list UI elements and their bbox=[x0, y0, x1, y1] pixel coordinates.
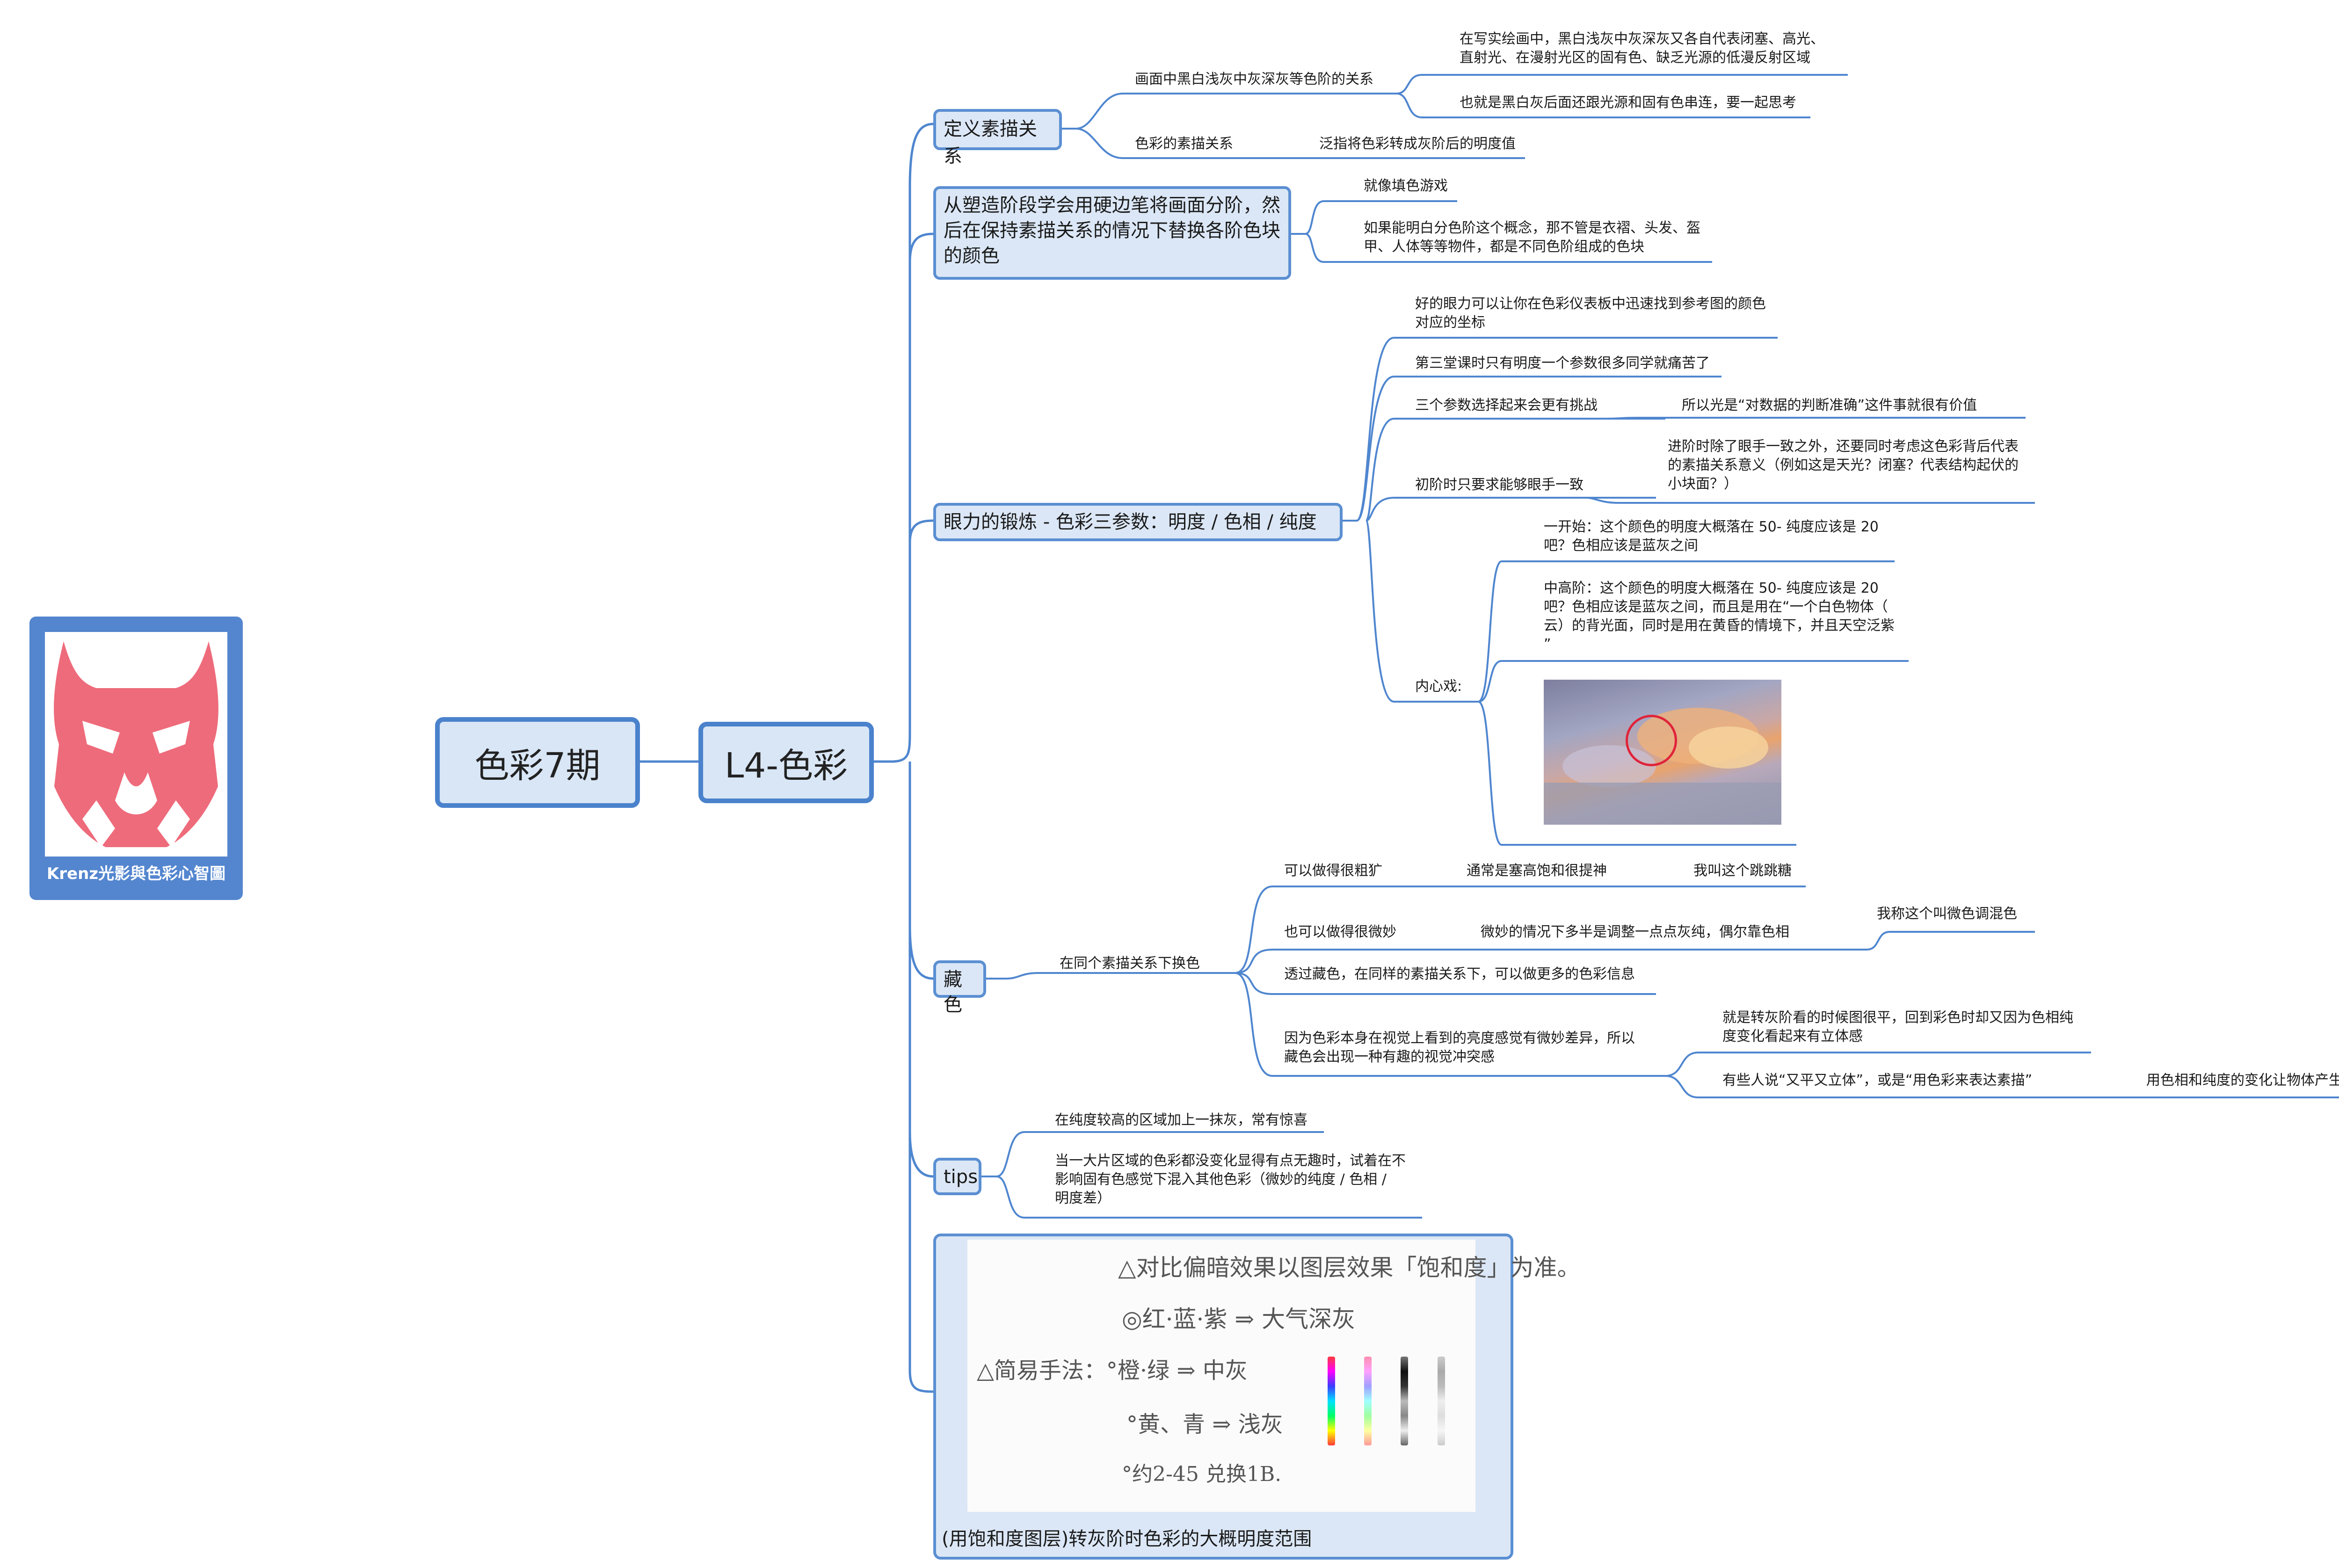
node-t1-a2[interactable]: 也就是黑白灰后面还跟光源和固有色串连，要一起思考 bbox=[1460, 94, 1796, 111]
handwritten-note-image: △对比偏暗效果以图层效果「饱和度」为准。 ◎红·蓝·紫 ⇒ 大气深灰 △简易手法… bbox=[967, 1240, 1580, 1512]
node-t2-b[interactable]: 如果能明白分色阶这个概念，那不管是衣褶、头发、盔 甲、人体等等物件，都是不同色阶… bbox=[1364, 220, 1700, 255]
node-t1-b1[interactable]: 泛指将色彩转成灰阶后的明度值 bbox=[1319, 136, 1516, 152]
light-gray-swatch-strip bbox=[1438, 1357, 1445, 1445]
main-title: L4-色彩 bbox=[724, 745, 848, 786]
demon-mascot-icon bbox=[54, 641, 218, 847]
topic-hidden-color[interactable]: 藏色 bbox=[933, 960, 986, 1016]
node-t4-a4[interactable]: 因为色彩本身在视觉上看到的亮度感觉有微妙差异，所以 藏色会出现一种有趣的视觉冲突… bbox=[1284, 1030, 1635, 1065]
node-t3-c[interactable]: 三个参数选择起来会更有挑战 bbox=[1415, 397, 1598, 414]
logo-image bbox=[45, 632, 227, 857]
node-t4-a2b[interactable]: 我称这个叫微色调混色 bbox=[1877, 906, 2017, 922]
topic-title: 藏色 bbox=[944, 969, 962, 1016]
handwritten-line-2: ◎红·蓝·紫 ⇒ 大气深灰 bbox=[1122, 1306, 1356, 1333]
handwritten-line-3: △简易手法：°橙·绿 ⇒ 中灰 bbox=[977, 1357, 1248, 1384]
topic-define-sketch-relation[interactable]: 定义素描关系 bbox=[933, 109, 1062, 167]
reference-painting-image bbox=[1544, 680, 1781, 825]
topic-title: 定义素描关系 bbox=[944, 118, 1037, 167]
root-node[interactable]: 色彩7期 bbox=[435, 717, 640, 808]
topic-eye-training[interactable]: 眼力的锻炼 - 色彩三参数：明度 / 色相 / 纯度 bbox=[933, 503, 1343, 541]
node-t1-b[interactable]: 色彩的素描关系 bbox=[1135, 136, 1233, 152]
node-t1-a1[interactable]: 在写实绘画中，黑白浅灰中灰深灰又各自代表闭塞、高光、 直射光、在漫射光区的固有色… bbox=[1460, 31, 1824, 66]
topic-title: tips bbox=[944, 1166, 978, 1188]
node-t4-a2[interactable]: 也可以做得很微妙 bbox=[1284, 924, 1396, 940]
node-t3-b[interactable]: 第三堂课时只有明度一个参数很多同学就痛苦了 bbox=[1415, 355, 1710, 371]
logo-card: Krenz光影與色彩心智圖 bbox=[29, 617, 243, 900]
main-node[interactable]: L4-色彩 bbox=[698, 722, 874, 803]
topic-hard-edge-steps[interactable]: 从塑造阶段学会用硬边笔将画面分阶，然 后在保持素描关系的情况下替换各阶色块 的颜… bbox=[933, 186, 1291, 280]
node-t3-e1[interactable]: 一开始：这个颜色的明度大概落在 50- 纯度应该是 20 吧？色相应该是蓝灰之间 bbox=[1544, 519, 1879, 554]
node-t3-d1[interactable]: 进阶时除了眼手一致之外，还要同时考虑这色彩背后代表 的素描关系意义（例如这是天光… bbox=[1668, 438, 2019, 492]
node-t4-a[interactable]: 在同个素描关系下换色 bbox=[1060, 955, 1200, 972]
node-t4-a1b[interactable]: 我叫这个跳跳糖 bbox=[1693, 863, 1792, 879]
topic-caption: (用饱和度图层)转灰阶时色彩的大概明度范围 bbox=[942, 1528, 1312, 1550]
logo-caption: Krenz光影與色彩心智圖 bbox=[46, 864, 226, 883]
light-hue-swatch-strip bbox=[1364, 1357, 1372, 1445]
handwritten-line-1: △对比偏暗效果以图层效果「饱和度」为准。 bbox=[1118, 1254, 1581, 1281]
root-title: 色彩7期 bbox=[474, 745, 601, 786]
topic-title: 眼力的锻炼 - 色彩三参数：明度 / 色相 / 纯度 bbox=[944, 511, 1317, 533]
node-t5-a[interactable]: 在纯度较高的区域加上一抹灰，常有惊喜 bbox=[1055, 1112, 1308, 1128]
node-t4-a4a[interactable]: 就是转灰阶看的时候图很平，回到彩色时却又因为色相纯 度变化看起来有立体感 bbox=[1722, 1009, 2073, 1045]
node-t3-c1[interactable]: 所以光是“对数据的判断准确”这件事就很有价值 bbox=[1682, 397, 1977, 414]
node-t4-a1[interactable]: 可以做得很粗犷 bbox=[1284, 863, 1382, 879]
gray-swatch-strip bbox=[1401, 1357, 1408, 1445]
node-t5-b[interactable]: 当一大片区域的色彩都没变化显得有点无趣时，试着在不 影响固有色感觉下混入其他色彩… bbox=[1055, 1153, 1406, 1206]
node-t4-a4c[interactable]: 用色相和纯度的变化让物体产生亮暗错觉 bbox=[2146, 1072, 2339, 1089]
node-t2-a[interactable]: 就像填色游戏 bbox=[1364, 178, 1448, 194]
node-t4-a3[interactable]: 透过藏色，在同样的素描关系下，可以做更多的色彩信息 bbox=[1284, 966, 1635, 982]
node-t3-d[interactable]: 初阶时只要求能够眼手一致 bbox=[1415, 477, 1584, 493]
hue-swatch-strip bbox=[1328, 1357, 1335, 1445]
topic-title: 从塑造阶段学会用硬边笔将画面分阶，然 后在保持素描关系的情况下替换各阶色块 的颜… bbox=[944, 195, 1280, 267]
handwritten-line-4: °黄、青 ⇒ 浅灰 bbox=[1126, 1411, 1283, 1437]
red-circle-marker bbox=[1626, 715, 1677, 766]
node-t4-a1a[interactable]: 通常是塞高饱和很提神 bbox=[1467, 863, 1607, 879]
node-t3-e2[interactable]: 中高阶：这个颜色的明度大概落在 50- 纯度应该是 20 吧？色相应该是蓝灰之间… bbox=[1544, 580, 1895, 653]
node-t4-a2a[interactable]: 微妙的情况下多半是调整一点点灰纯，偶尔靠色相 bbox=[1481, 924, 1789, 940]
node-t3-a[interactable]: 好的眼力可以让你在色彩仪表板中迅速找到参考图的颜色 对应的坐标 bbox=[1415, 296, 1766, 331]
handwritten-line-5: °约2-45 兑换1B. bbox=[1122, 1462, 1282, 1486]
node-t4-a4b[interactable]: 有些人说“又平又立体”，或是“用色彩来表达素描” bbox=[1722, 1072, 2033, 1089]
topic-tips[interactable]: tips bbox=[933, 1158, 981, 1195]
node-t3-e[interactable]: 内心戏: bbox=[1415, 678, 1462, 695]
node-t1-a[interactable]: 画面中黑白浅灰中灰深灰等色阶的关系 bbox=[1135, 71, 1373, 87]
